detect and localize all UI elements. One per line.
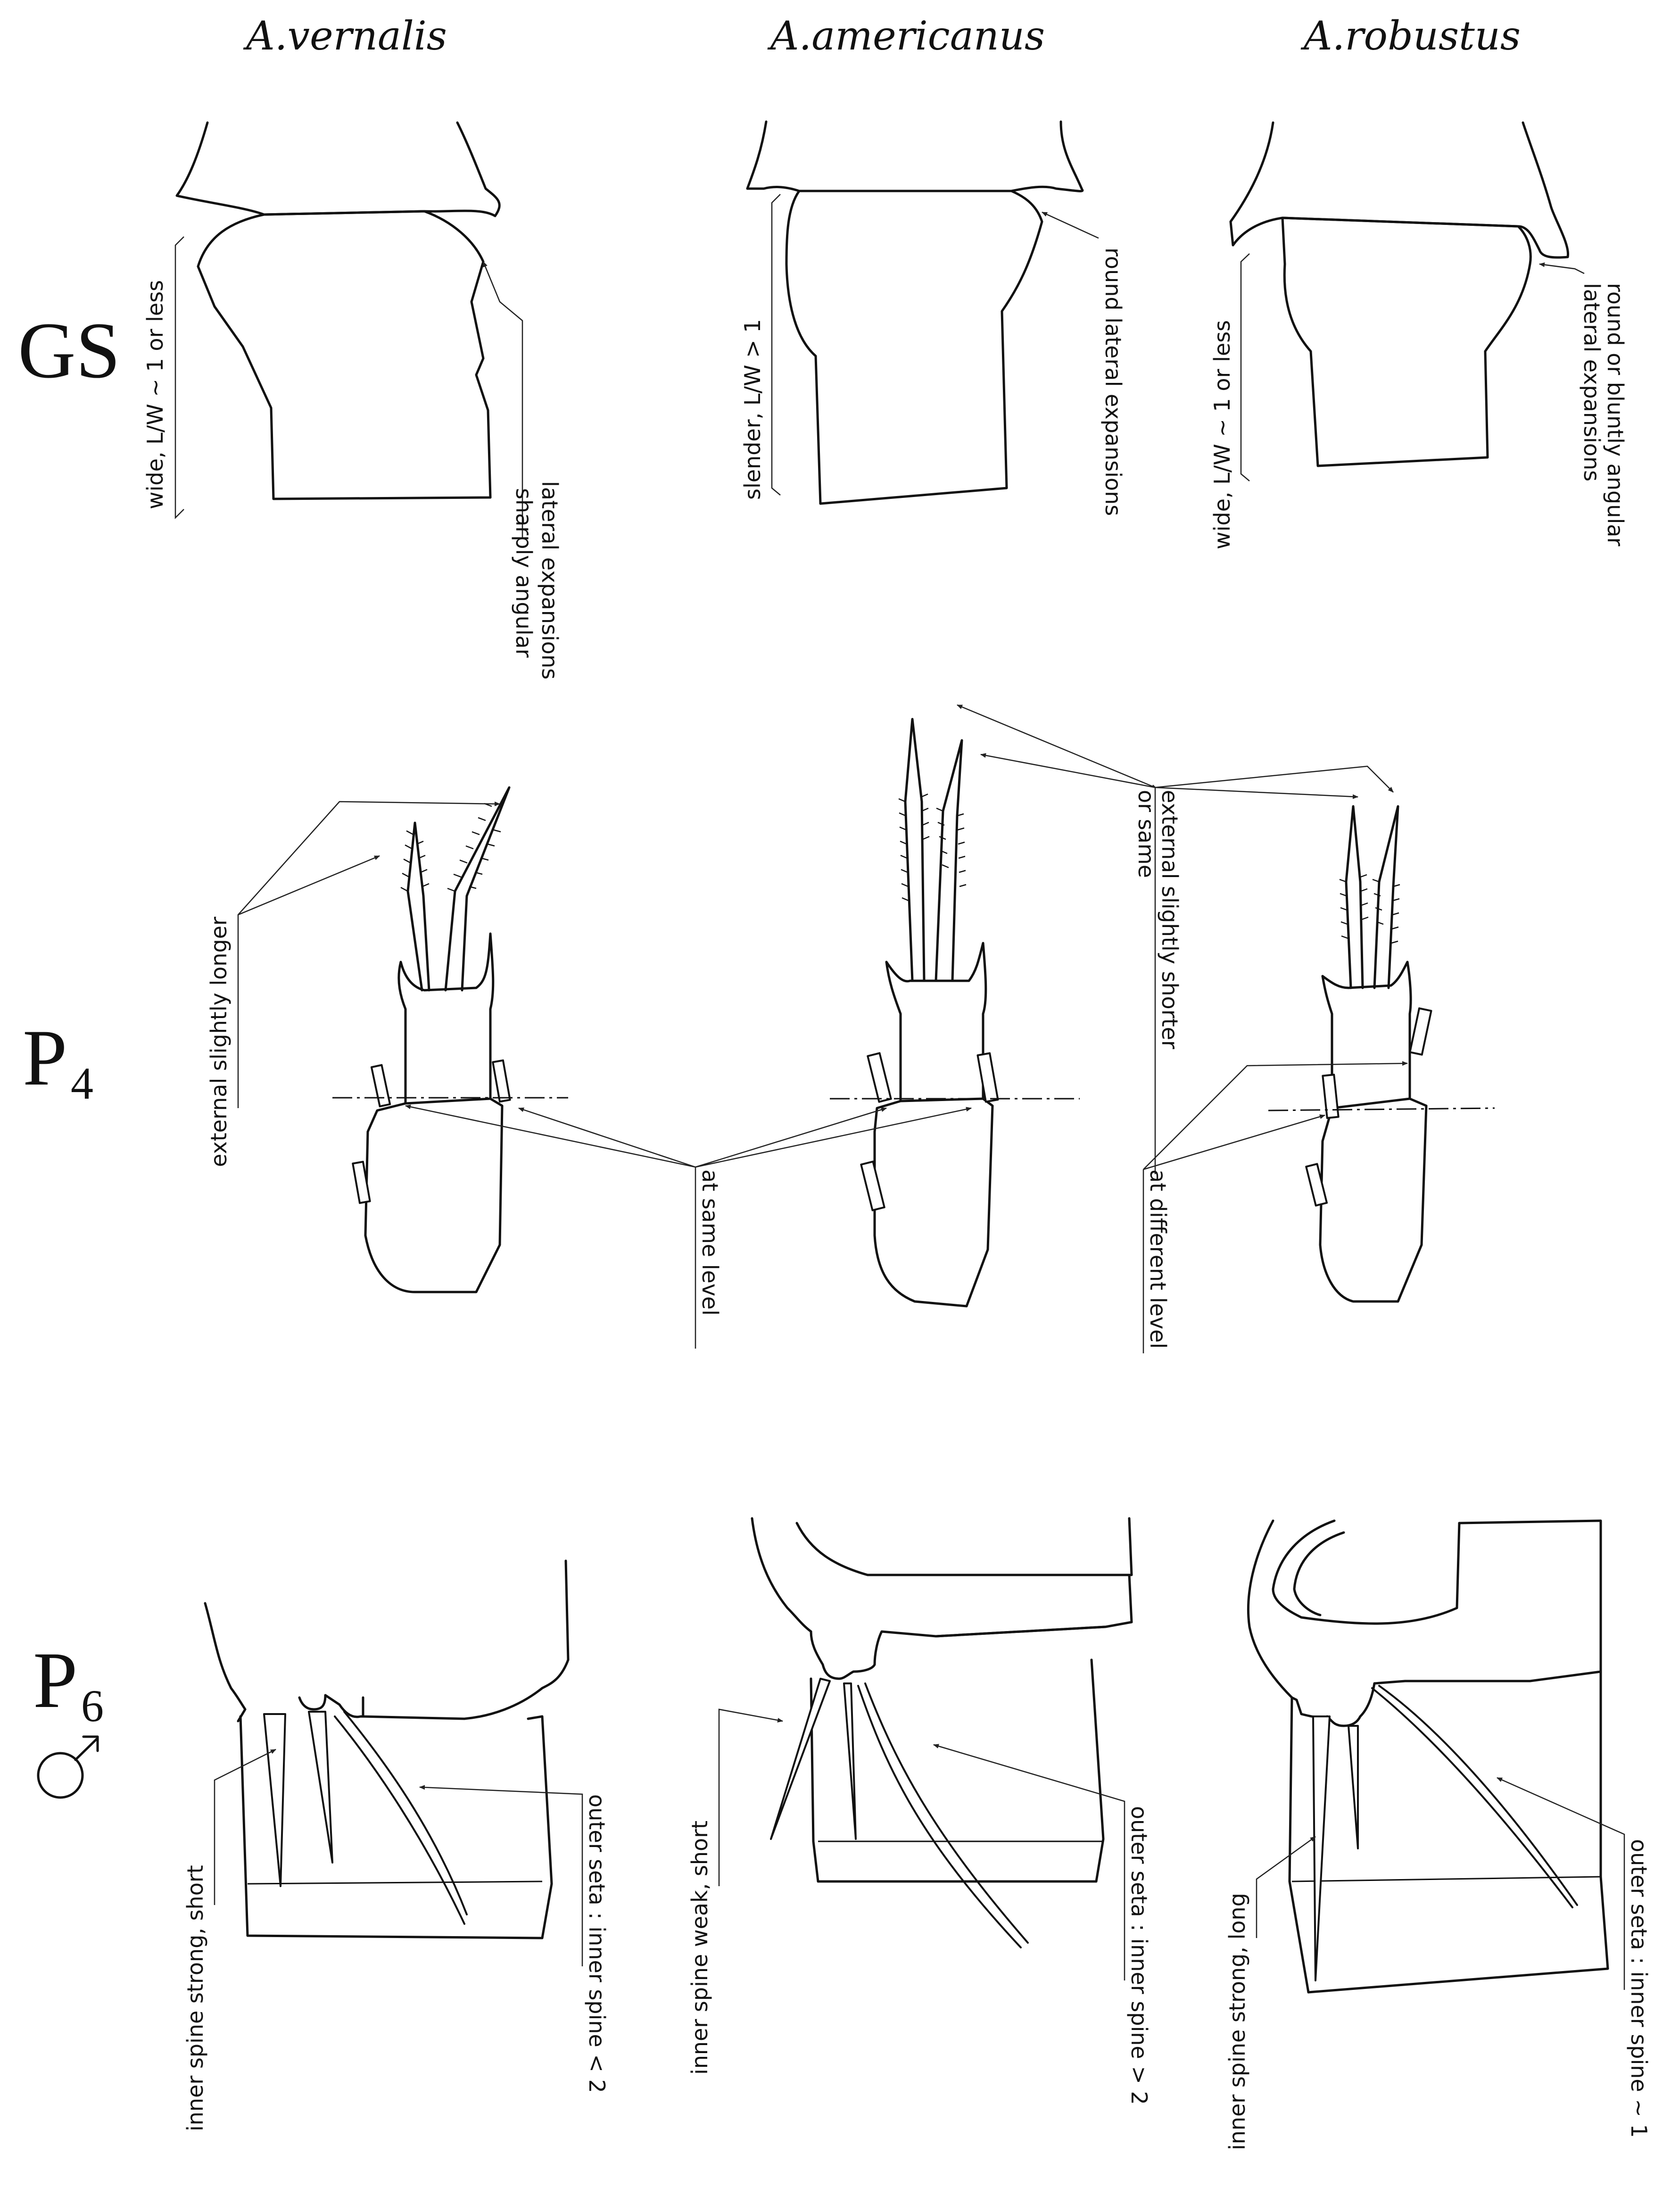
gs-robustus-lateral-label-1: round or bluntly angular [1603,283,1628,546]
species-label-robustus: A.robustus [1300,13,1521,59]
gs-vernalis-shape-label: wide, L/W ~ 1 or less [142,280,168,509]
p4-shorter-pointer-robustus-1 [1155,787,1358,799]
p6-drawing-americanus [751,1517,1133,1948]
p4-same-level-pointer-3 [695,1107,887,1168]
p4-vernalis-spine-pointer-2 [238,801,500,915]
p6-robustus-inner-pointer [1256,1836,1316,1938]
p4-same-level-pointer-2 [518,1107,696,1168]
p6-americanus-ratio-label: outer seta : inner spine > 2 [1126,1806,1152,2105]
row-label-gs: GS [18,306,120,395]
p6-americanus-inner-label: inner spine weak, short [687,1821,712,2075]
p6-vernalis-inner-pointer [214,1748,276,1905]
p4-shorter-pointer-americanus-2 [980,753,1156,788]
p4-shorter-pointer-americanus-1 [957,704,1156,788]
gs-robustus-shape-label: wide, L/W ~ 1 or less [1209,320,1235,549]
gs-vernalis-lateral-label-2: lateral expansions [537,481,562,679]
p4-drawing-robustus [1305,805,1432,1303]
p6-robustus-ratio-label: outer seta : inner spine ~ 1 [1626,1839,1652,2138]
p4-drawing-vernalis [352,786,511,1293]
p4-drawing-americanus [860,718,999,1308]
gs-drawing-americanus [746,120,1084,505]
p4-same-level-pointer-4 [695,1107,972,1168]
p4-level-line-robustus [1268,1107,1495,1111]
p6-americanus-ratio-pointer [933,1744,1125,1980]
species-label-vernalis: A.vernalis [243,13,447,59]
male-symbol [37,1735,99,1799]
gs-bracket-americanus [771,194,781,496]
p6-vernalis-inner-label: inner spine strong, short [182,1865,208,2131]
gs-americanus-lateral-label: round lateral expansions [1100,248,1126,516]
p4-vernalis-spine-pointer-1 [237,855,380,1108]
row-label-p4: P 4 [23,1013,93,1109]
p6-robustus-ratio-pointer [1497,1777,1625,1990]
p4-different-level-label: at different level [1145,1169,1171,1349]
p4-same-level-label: at same level [697,1169,723,1316]
gs-vernalis-lateral-pointer [482,261,523,538]
p6-drawing-vernalis [204,1559,570,1939]
svg-text:6: 6 [81,1681,104,1731]
gs-vernalis-lateral-label-1: sharply angular [511,488,537,658]
p4-vernalis-spine-label: external slightly longer [206,917,232,1167]
p6-drawing-robustus [1247,1519,1609,1994]
svg-text:P: P [33,1636,78,1724]
gs-drawing-robustus [1229,121,1570,467]
p4-shorter-label-2: or same [1133,790,1159,878]
gs-drawing-vernalis [175,121,501,500]
p6-robustus-inner-label: inner spine strong, long [1224,1893,1250,2150]
svg-text:4: 4 [71,1058,93,1109]
gs-americanus-lateral-pointer [1042,211,1099,239]
p4-shorter-label-1: external slightly shorter [1157,790,1183,1049]
species-label-americanus: A.americanus [767,13,1045,59]
p6-americanus-inner-pointer [718,1708,783,1886]
row-label-p6: P 6 [33,1636,104,1731]
p6-vernalis-ratio-label: outer seta : inner spine < 2 [584,1794,610,2093]
svg-text:P: P [23,1013,67,1102]
gs-robustus-lateral-label-2: lateral expansions [1579,283,1605,481]
gs-bracket-robustus [1240,253,1250,481]
p4-same-level-pointer-1 [405,1104,696,1168]
p6-vernalis-ratio-pointer [419,1785,583,1966]
p4-different-level-pointer-1 [1143,1061,1408,1170]
p4-different-level-pointer-2 [1143,1114,1325,1170]
gs-robustus-lateral-pointer [1539,262,1585,274]
p4-shorter-pointer-robustus-2 [1155,765,1394,793]
gs-bracket-vernalis [174,236,184,520]
gs-americanus-shape-label: slender, L/W > 1 [740,319,765,500]
